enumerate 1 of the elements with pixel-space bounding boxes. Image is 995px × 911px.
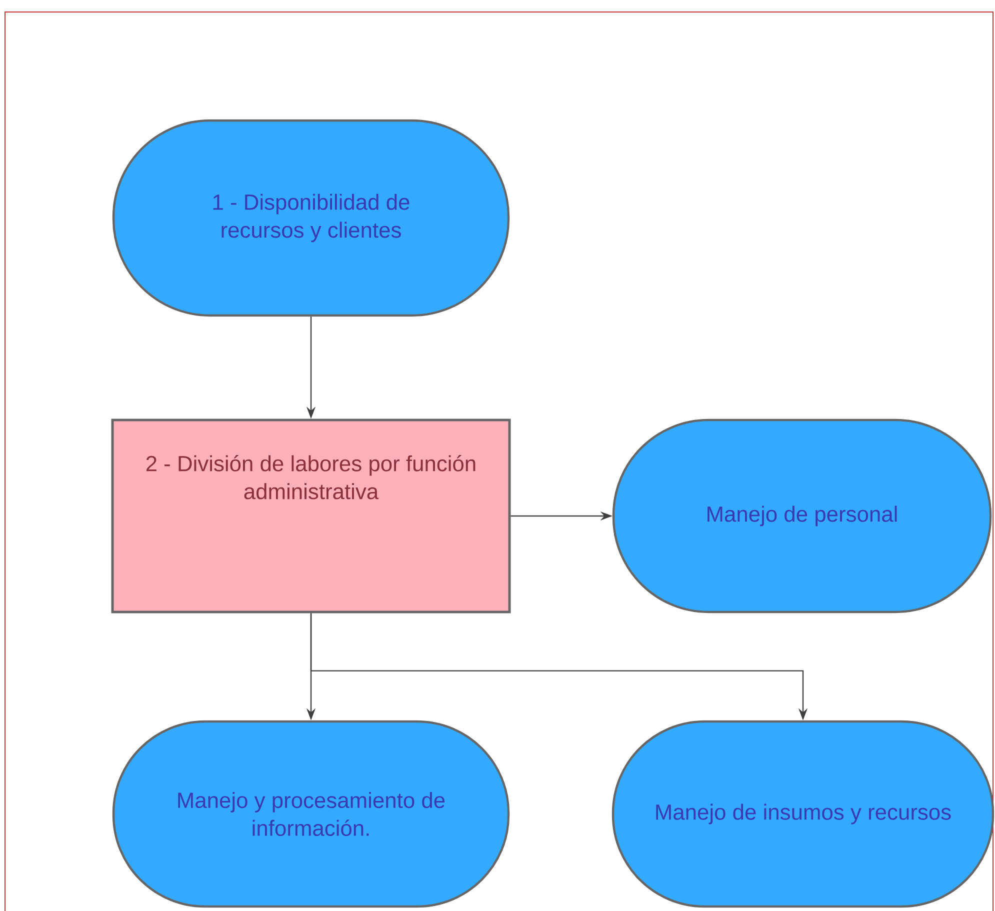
process-box: 2 - División de labores por función administrativa (111, 418, 511, 614)
